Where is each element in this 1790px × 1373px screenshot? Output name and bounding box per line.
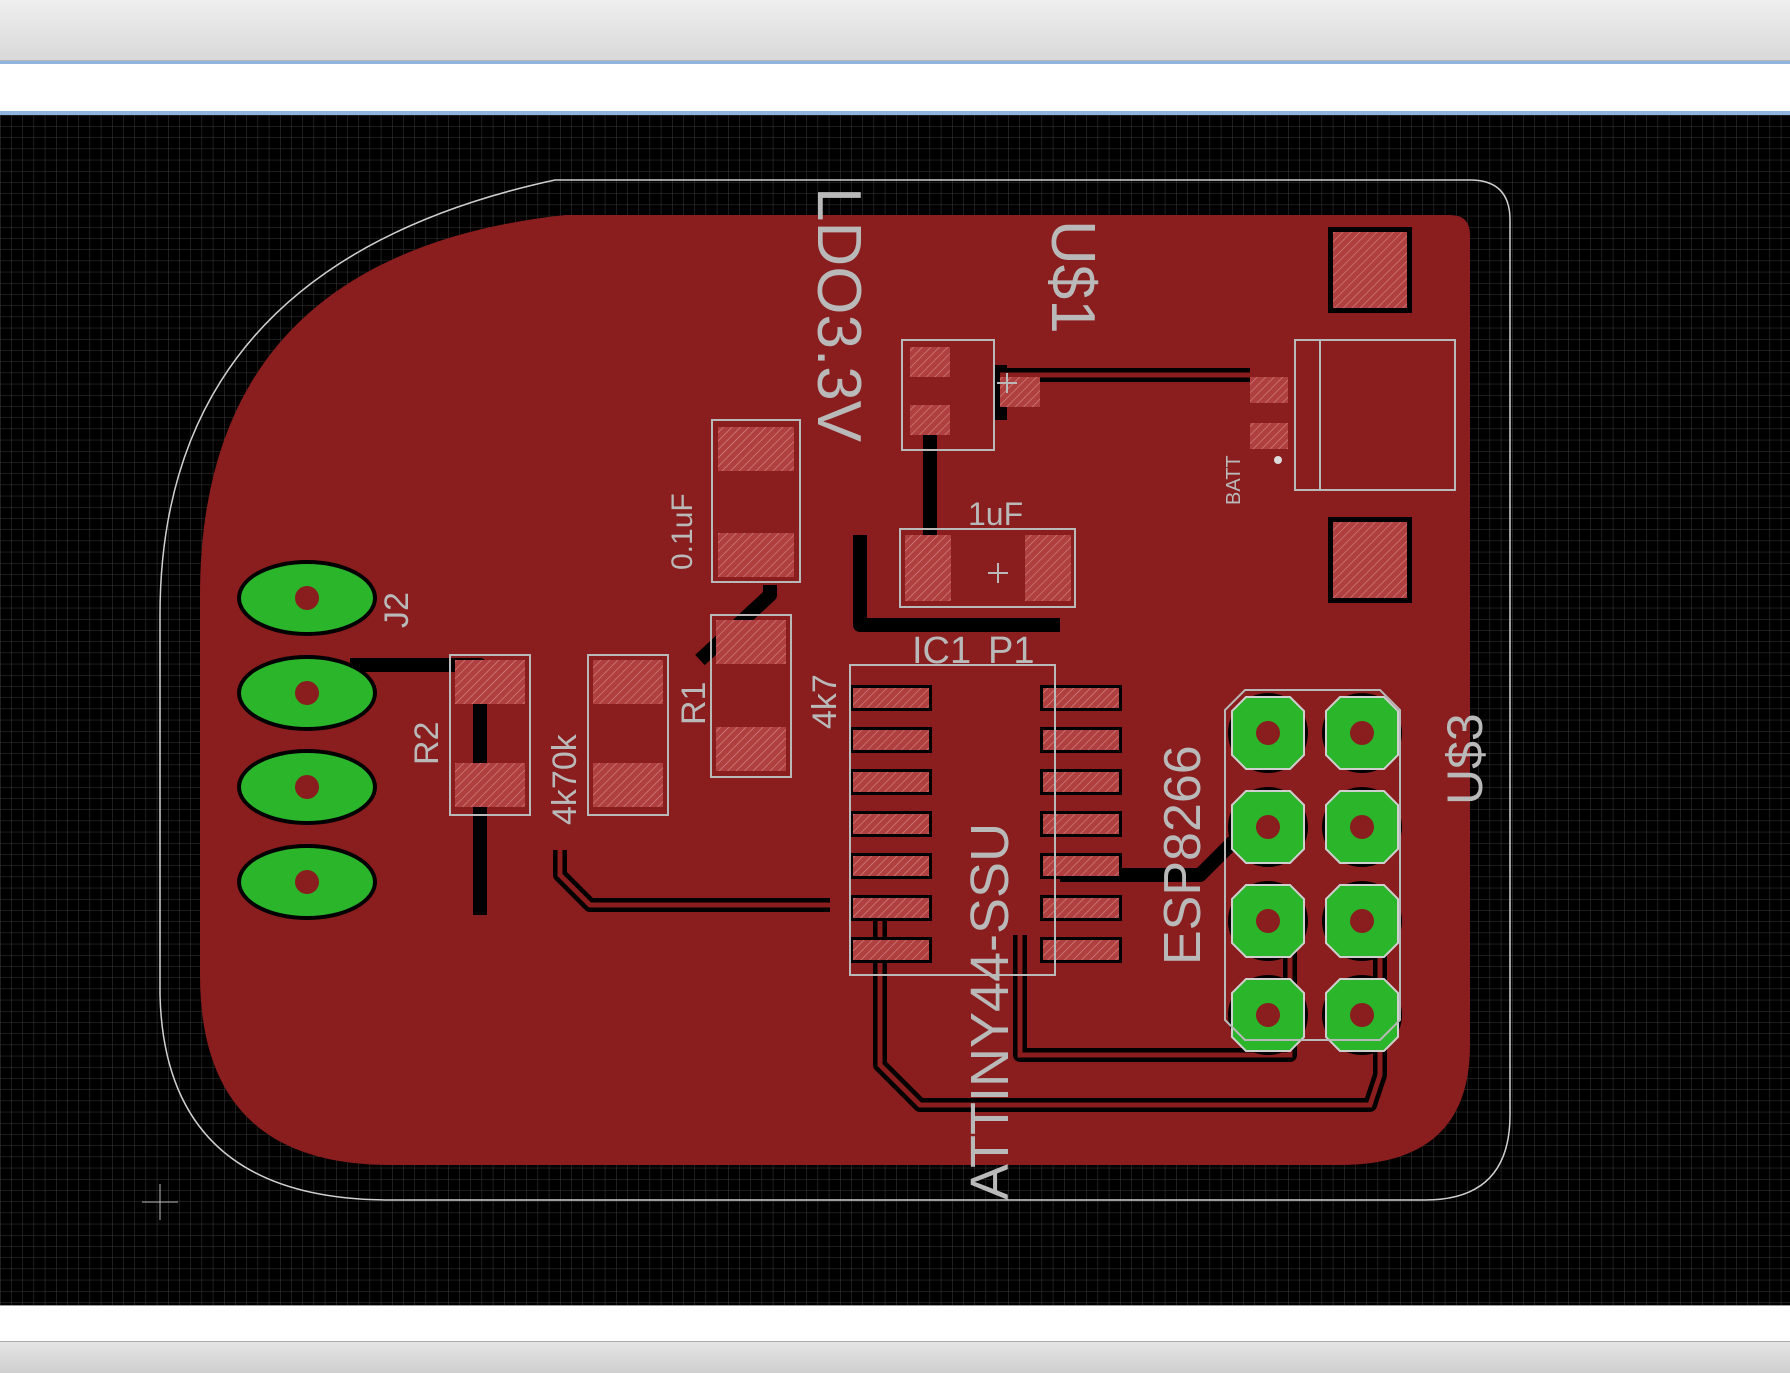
attiny-pad [850, 811, 932, 837]
ic1-label: IC1 [912, 630, 971, 672]
esp8266-label: ESP8266 [1154, 745, 1212, 965]
esp8266-pin [1322, 881, 1402, 961]
attiny-pad [1040, 853, 1122, 879]
batt-label: BATT [1223, 455, 1245, 505]
c-01uf-label: 0.1uF [666, 493, 699, 570]
pcb-board-canvas[interactable]: LDO3.3V U$1 0.1uF 1uF BATT J2 R2 4k70k R… [0, 115, 1790, 1305]
attiny-pad [850, 895, 932, 921]
esp8266-pin [1228, 787, 1308, 867]
board-outline [159, 179, 1511, 1201]
esp8266-pin [1228, 693, 1308, 773]
attiny-pad [850, 853, 932, 879]
toolbar [0, 0, 1790, 61]
r-4k70k-label: 4k70k [546, 733, 584, 825]
tab-strip [0, 61, 1790, 115]
attiny-label: ATTINY44-SSU [960, 823, 1020, 1200]
us1-label: U$1 [1038, 220, 1107, 334]
c-1uf-label: 1uF [968, 496, 1023, 532]
r-4k7-label: 4k7 [806, 674, 844, 729]
r2-label: R2 [408, 722, 446, 765]
copper-pour [200, 215, 1470, 1165]
attiny-pads [850, 685, 1122, 963]
attiny-pad [1040, 937, 1122, 963]
bottom-bar [0, 1341, 1790, 1373]
attiny-pad [850, 769, 932, 795]
esp8266-pin [1322, 787, 1402, 867]
status-bar [0, 1305, 1790, 1342]
attiny-pad [1040, 895, 1122, 921]
origin-crosshair [142, 1184, 178, 1220]
pcb-layout[interactable]: LDO3.3V U$1 0.1uF 1uF BATT J2 R2 4k70k R… [0, 115, 1790, 1305]
r1-label: R1 [675, 682, 713, 725]
batt-pin1-dot [1274, 456, 1282, 464]
attiny-pad [850, 727, 932, 753]
attiny-pad [1040, 685, 1122, 711]
esp8266-pin [1228, 881, 1308, 961]
esp8266-pin [1322, 693, 1402, 773]
smd-pads [455, 227, 1412, 807]
j2-label: J2 [378, 592, 416, 628]
us3-label: U$3 [1437, 713, 1493, 805]
esp8266-header-pads [1228, 693, 1402, 1055]
ldo-label: LDO3.3V [804, 187, 873, 443]
attiny-pad [1040, 727, 1122, 753]
attiny-pad [1040, 769, 1122, 795]
j2-connector-pads [237, 560, 377, 920]
attiny-pad [1040, 811, 1122, 837]
attiny-pad [850, 937, 932, 963]
attiny-pad [850, 685, 932, 711]
esp8266-pin [1322, 975, 1402, 1055]
silkscreen-outlines [449, 339, 1456, 1041]
p1-label: P1 [988, 630, 1034, 672]
esp8266-pin [1228, 975, 1308, 1055]
